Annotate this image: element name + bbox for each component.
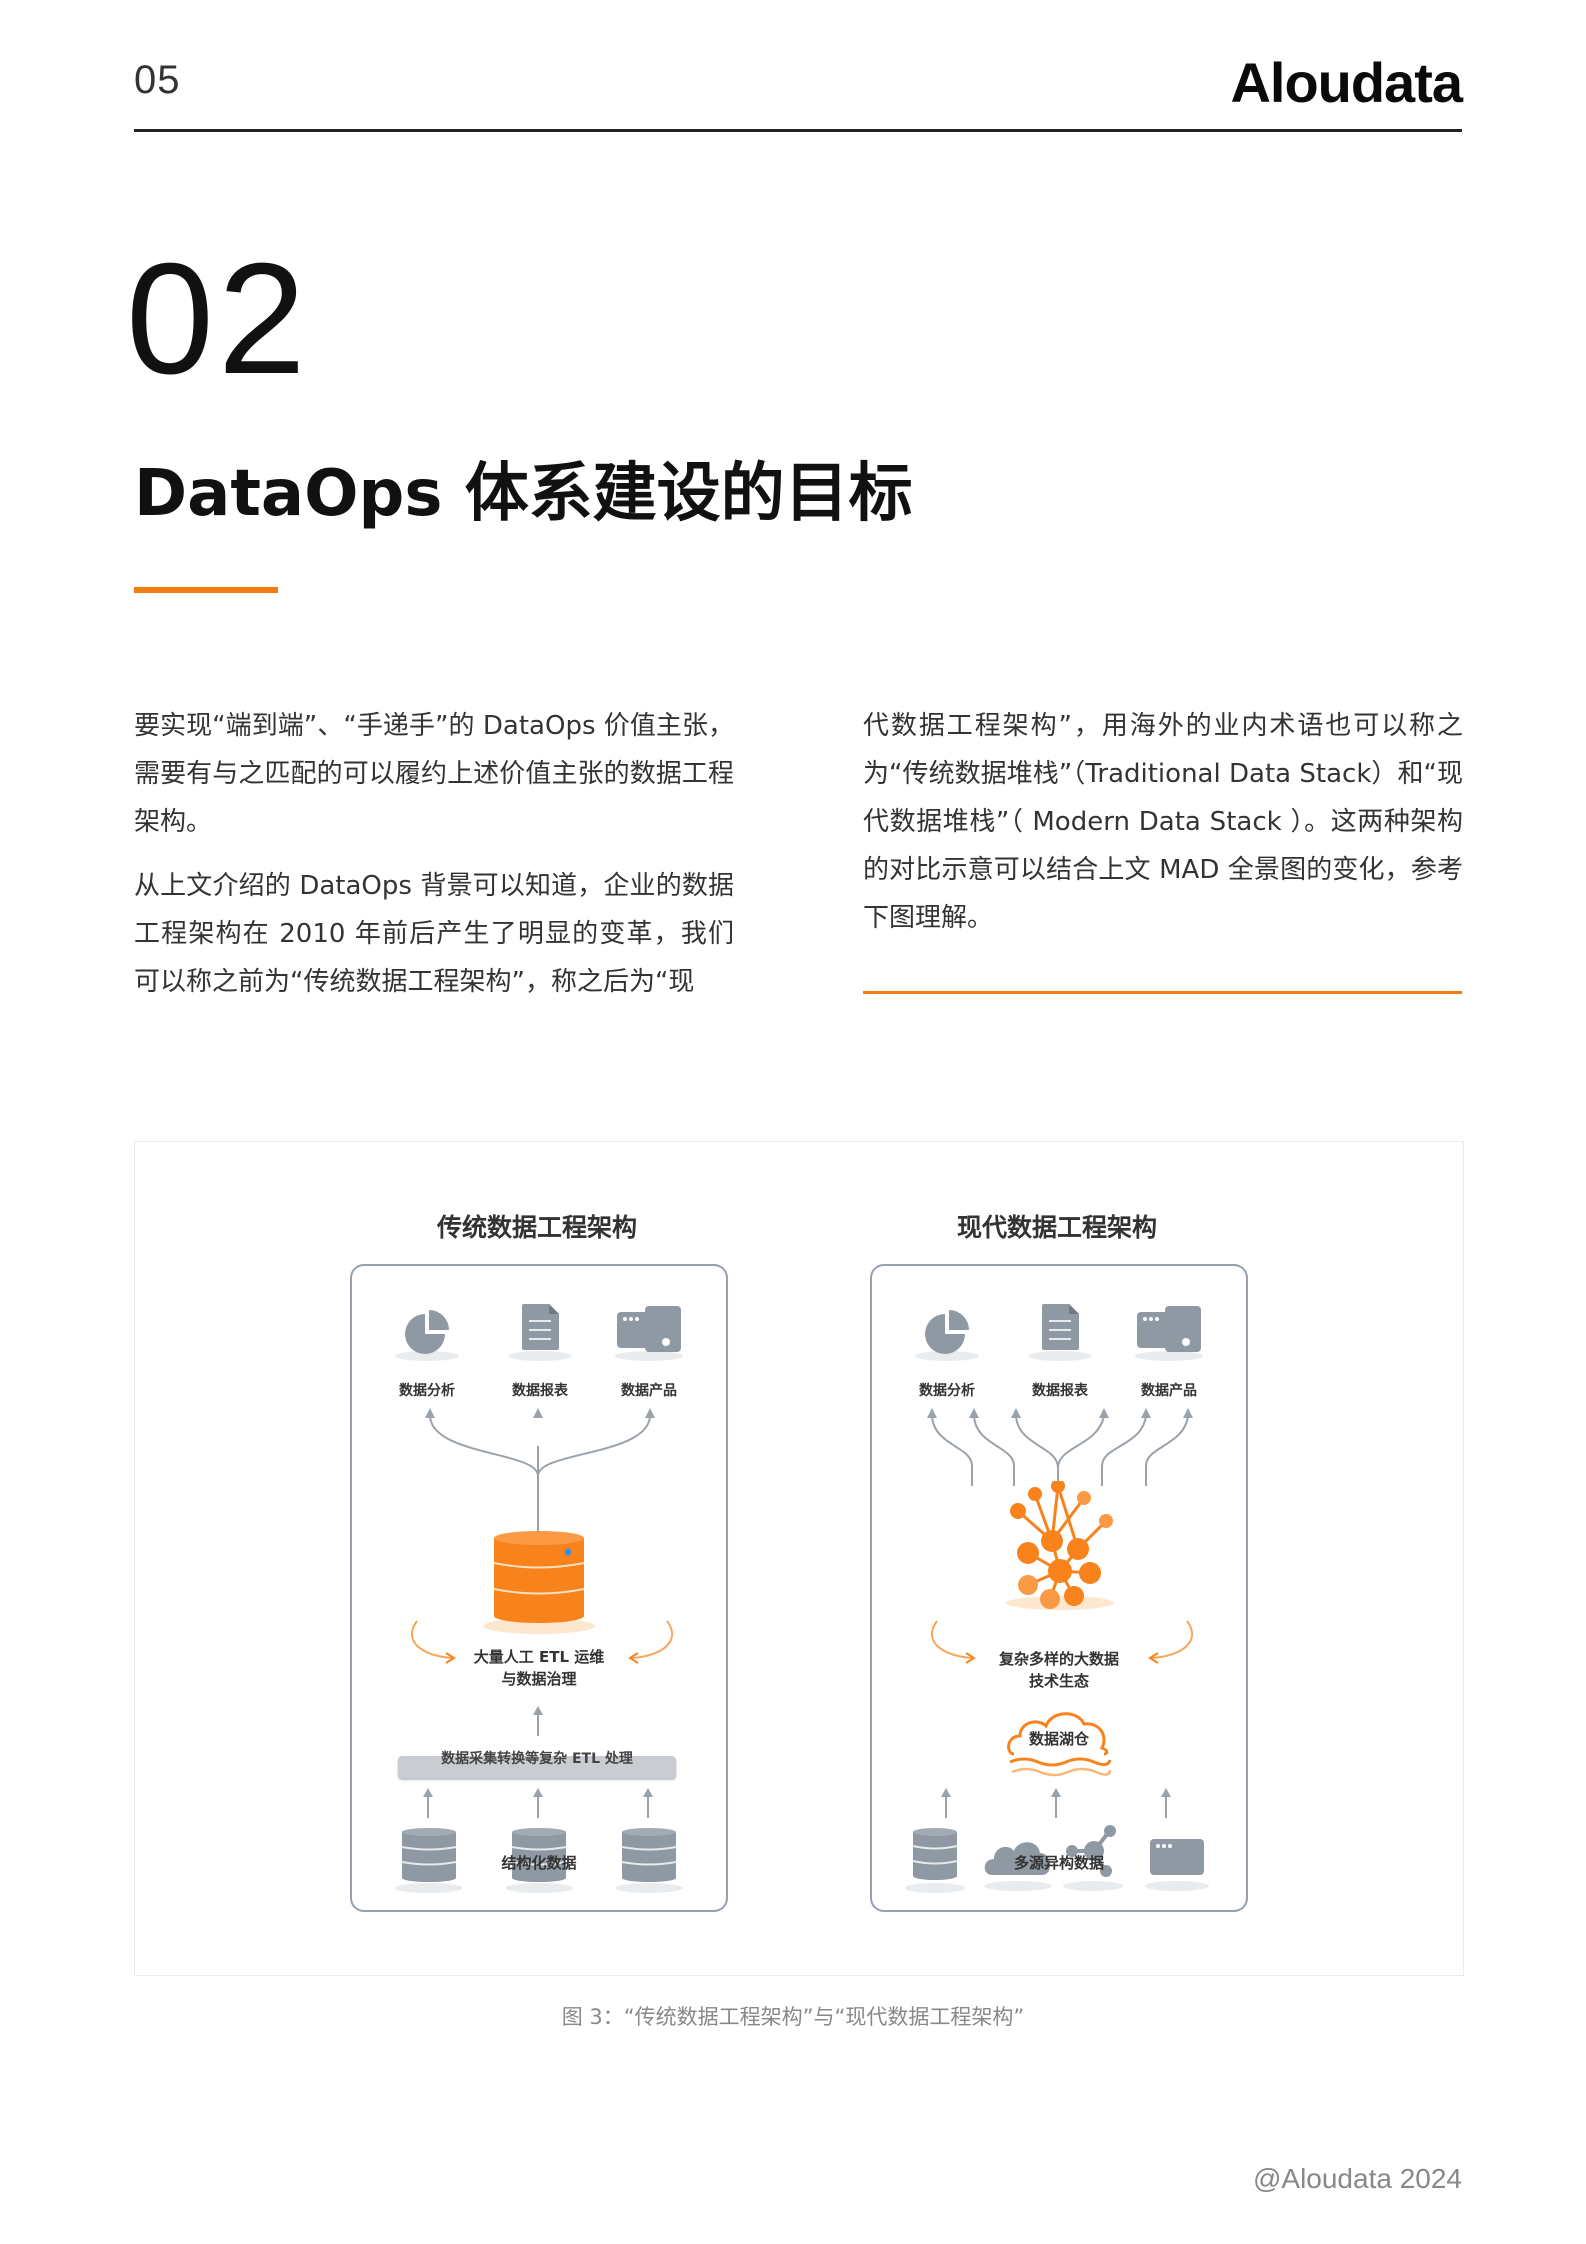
modern-panel: 数据分析 数据报表 数据产品 [870, 1264, 1248, 1912]
etl-bar-label: 数据采集转换等复杂 ETL 处理 [441, 1751, 633, 1767]
icon-label-analysis: 数据分析 [399, 1383, 455, 1399]
page-number: 05 [134, 58, 181, 102]
chapter-number: 02 [126, 231, 310, 407]
database-icon [505, 1828, 573, 1893]
figure-caption: 图 3：“传统数据工程架构”与“现代数据工程架构” [561, 2005, 1025, 2029]
network-graph-icon [1006, 1481, 1114, 1610]
lakehouse-cloud-icon [1007, 1712, 1112, 1777]
orange-database-icon [483, 1531, 595, 1634]
lakehouse-label: 数据湖仓 [1028, 1730, 1089, 1748]
modern-middle-label: 复杂多样的大数据 技术生态 [872, 1648, 1246, 1692]
architecture-figure: 传统数据工程架构 数据分析 数据报表 数据产品 [134, 1141, 1464, 1976]
document-icon [1028, 1304, 1092, 1361]
icon-label-product: 数据产品 [621, 1383, 677, 1399]
upward-flow-arrows [425, 1408, 655, 1531]
cycle-arrows-icon [410, 1620, 674, 1664]
database-icon [615, 1828, 683, 1893]
body-paragraph: 要实现“端到端”、“手递手”的 DataOps 价值主张，需要有与之匹配的可以履… [134, 711, 734, 837]
brand-logo: Aloudata [1230, 51, 1463, 114]
bottom-arrows [423, 1788, 653, 1818]
icon-label-product: 数据产品 [1141, 1383, 1197, 1399]
icon-label-report: 数据报表 [1032, 1383, 1088, 1399]
arrow-up-icon [533, 1706, 543, 1736]
pie-chart-icon [915, 1310, 979, 1361]
body-paragraph: 代数据工程架构”，用海外的业内术语也可以称之为“传统数据堆栈”（Traditio… [863, 711, 1463, 933]
database-icon [905, 1828, 965, 1893]
product-window-icon [1135, 1306, 1203, 1361]
modern-panel-title: 现代数据工程架构 [956, 1213, 1157, 1242]
traditional-panel-title: 传统数据工程架构 [436, 1213, 637, 1242]
column-accent-rule [863, 991, 1462, 994]
icon-label-report: 数据报表 [512, 1383, 568, 1399]
database-icon [395, 1828, 463, 1893]
icon-label-analysis: 数据分析 [919, 1383, 975, 1399]
chapter-title: DataOps 体系建设的目标 [134, 457, 913, 531]
header-divider [134, 129, 1462, 132]
middle-label-line1: 复杂多样的大数据 [998, 1650, 1119, 1668]
product-window-icon [615, 1306, 683, 1361]
share-nodes-icon [1063, 1825, 1123, 1891]
traditional-bottom-label: 结构化数据 [501, 1854, 577, 1872]
pie-chart-icon [395, 1310, 459, 1361]
browser-window-icon [1145, 1839, 1209, 1891]
modern-bottom-label: 多源异构数据 [1013, 1854, 1104, 1872]
document-icon [508, 1304, 572, 1361]
cloud-icon [984, 1842, 1052, 1891]
title-accent-bar [134, 587, 278, 593]
upward-flow-arrows [927, 1408, 1193, 1486]
middle-label-line2: 技术生态 [1028, 1672, 1089, 1690]
traditional-panel: 数据分析 数据报表 数据产品 [350, 1264, 728, 1912]
middle-label-line1: 大量人工 ETL 运维 [473, 1648, 605, 1666]
body-column-right: 代数据工程架构”，用海外的业内术语也可以称之为“传统数据堆栈”（Traditio… [863, 702, 1463, 958]
bottom-arrows [941, 1788, 1171, 1818]
footer-copyright: @Aloudata 2024 [1252, 2163, 1462, 2194]
body-paragraph: 从上文介绍的 DataOps 背景可以知道，企业的数据工程架构在 2010 年前… [134, 871, 734, 997]
etl-processing-bar [398, 1756, 676, 1778]
traditional-middle-label: 大量人工 ETL 运维 与数据治理 [352, 1646, 726, 1690]
middle-label-line2: 与数据治理 [501, 1670, 577, 1688]
cycle-arrows-icon [930, 1620, 1194, 1664]
body-column-left: 要实现“端到端”、“手递手”的 DataOps 价值主张，需要有与之匹配的可以履… [134, 702, 734, 1022]
